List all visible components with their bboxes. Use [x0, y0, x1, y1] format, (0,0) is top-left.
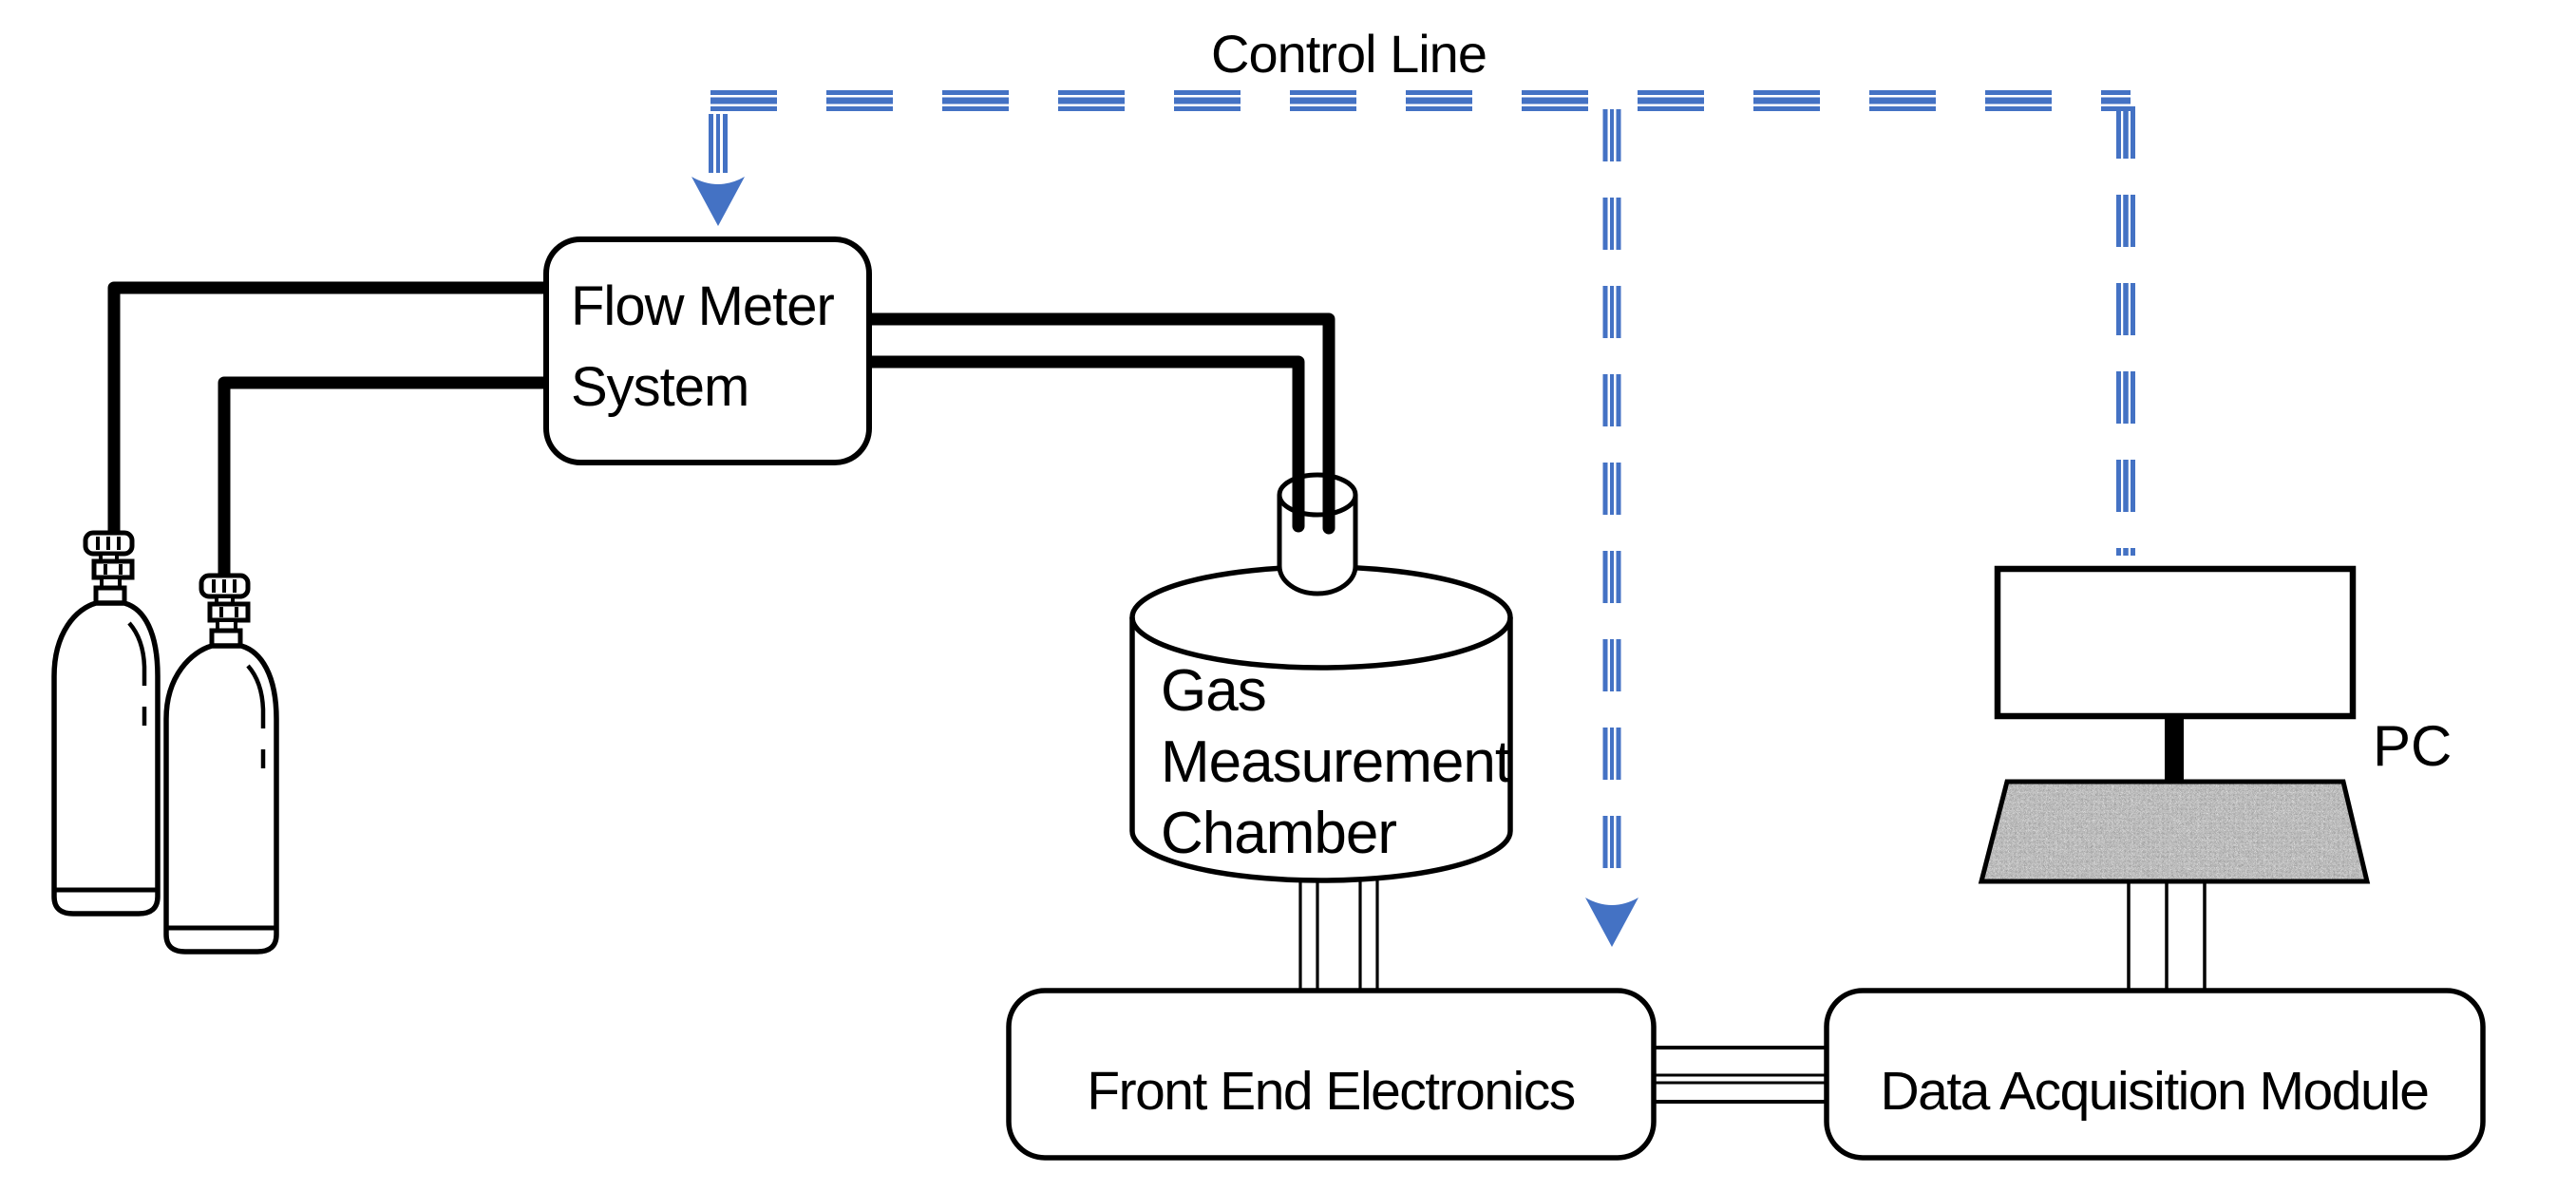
- keyboard-to-daq-cables: [2127, 878, 2207, 995]
- pc-monitor-stand: [2165, 716, 2184, 783]
- gas-measurement-chamber: Gas Measurement Chamber: [1129, 472, 1513, 883]
- pipe-cylinder2-to-flowmeter: [218, 376, 544, 577]
- data-acquisition-module-box: Data Acquisition Module: [1824, 988, 2486, 1161]
- pc-keyboard-outline: [1978, 779, 2371, 884]
- pc-monitor-icon: [1994, 565, 2357, 720]
- control-line-drop-pc: [2116, 106, 2135, 556]
- flow-meter-label-line2: System: [571, 356, 748, 418]
- pc-group: PC: [1978, 565, 2452, 884]
- fee-to-daq-connector: [1649, 1046, 1833, 1104]
- gas-cylinder-left: [51, 530, 161, 917]
- chamber-label-line2: Measurement: [1161, 729, 1511, 795]
- pipe-cylinder1-to-flowmeter: [107, 281, 544, 533]
- arrow-down-icon: [691, 177, 745, 226]
- control-line: [709, 90, 2135, 900]
- front-end-electronics-label: Front End Electronics: [1087, 1061, 1574, 1122]
- control-line-drop-fee: [1602, 109, 1621, 900]
- chamber-label-line1: Gas: [1161, 658, 1266, 724]
- pc-keyboard-icon: [1981, 782, 2367, 881]
- pipe-flowmeter-to-chamber-2: [864, 355, 1305, 533]
- control-line-drop-flowmeter: [709, 114, 728, 173]
- gas-pipes: [107, 281, 1335, 577]
- front-end-electronics-box: Front End Electronics: [1006, 988, 1657, 1161]
- flow-meter-label-line1: Flow Meter: [571, 275, 835, 337]
- pc-label: PC: [2373, 714, 2452, 778]
- flow-meter-box: Flow Meter System: [543, 236, 872, 465]
- data-acquisition-module-label: Data Acquisition Module: [1880, 1061, 2428, 1122]
- arrow-down-icon: [1585, 898, 1638, 947]
- control-line-label: Control Line: [1211, 24, 1487, 84]
- chamber-label-line3: Chamber: [1161, 801, 1396, 866]
- pipe-flowmeter-to-chamber-1: [864, 312, 1335, 535]
- control-line-horizontal: [710, 90, 2131, 111]
- gas-cylinder-right: [163, 573, 279, 955]
